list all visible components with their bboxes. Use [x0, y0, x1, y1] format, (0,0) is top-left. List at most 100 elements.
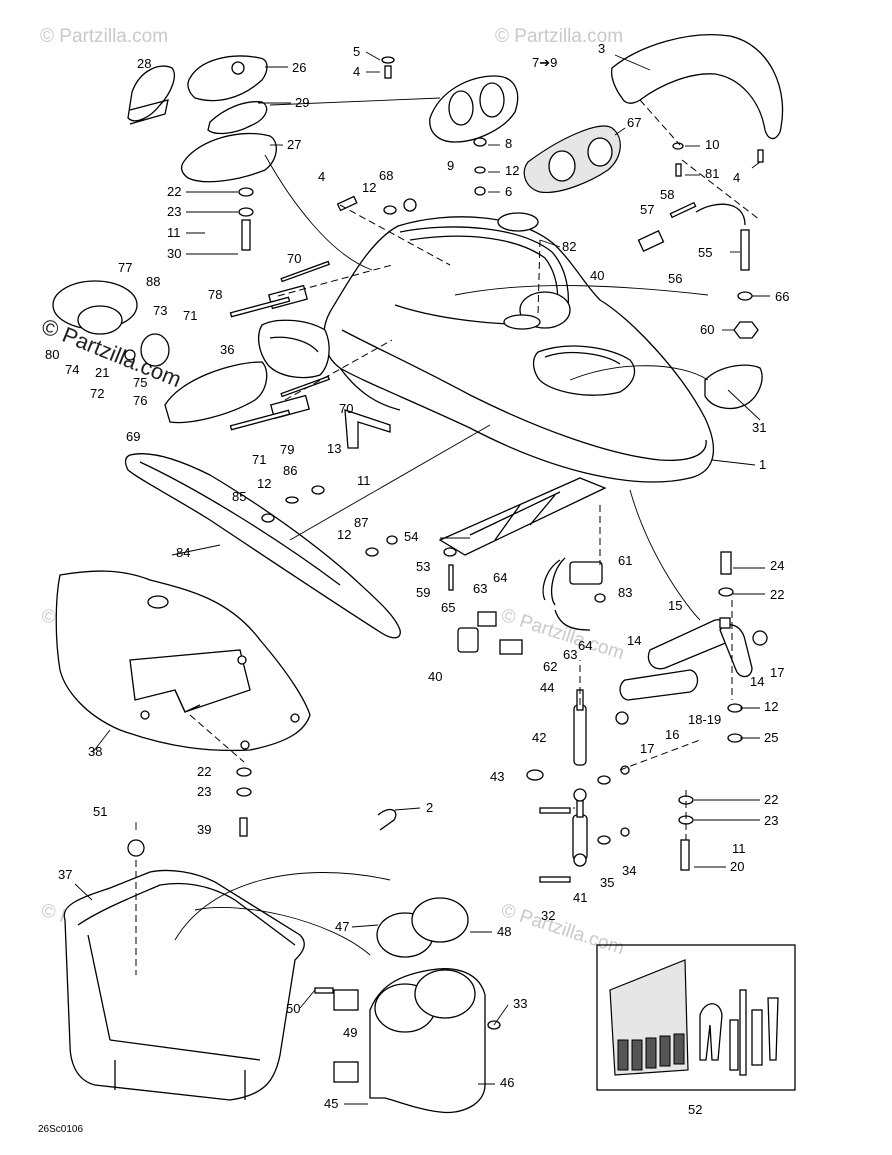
callout: 77: [118, 260, 132, 275]
callout: 60: [700, 322, 714, 337]
handle-parts: [127, 55, 277, 183]
callout: 23: [197, 784, 211, 799]
connector-lines: [174, 97, 709, 956]
callout: 40: [428, 669, 442, 684]
callout: 85: [232, 489, 246, 504]
callout: 2: [426, 800, 433, 815]
steering-linkage: [615, 619, 768, 725]
callout: 30: [167, 246, 181, 261]
callout: 49: [343, 1025, 357, 1040]
callout: 51: [93, 804, 107, 819]
callout: 43: [490, 769, 504, 784]
callout: 59: [416, 585, 430, 600]
diagram-code: 26Sc0106: [38, 1124, 83, 1135]
callout: 67: [627, 115, 641, 130]
electrical-parts: [52, 201, 746, 655]
callout: 24: [770, 558, 784, 573]
callout: 29: [295, 95, 309, 110]
callout: 57: [640, 202, 654, 217]
side-panel: [124, 453, 401, 639]
callout: 82: [562, 239, 576, 254]
callout: 78: [208, 287, 222, 302]
callout: 66: [775, 289, 789, 304]
callout: 48: [497, 924, 511, 939]
callout: 22: [770, 587, 784, 602]
callout: 34: [622, 863, 636, 878]
windshield: [610, 34, 784, 140]
gas-spring: [572, 689, 588, 867]
callout: 31: [752, 420, 766, 435]
callout: 64: [493, 570, 507, 585]
callout: 23: [764, 813, 778, 828]
callout: 75: [133, 375, 147, 390]
callout: 38: [88, 744, 102, 759]
callout: 23: [167, 204, 181, 219]
callout: 18-19: [688, 712, 721, 727]
callout: 14: [750, 674, 764, 689]
callout: 5: [353, 44, 360, 59]
side-mirrors: [164, 319, 763, 424]
callout: 72: [90, 386, 104, 401]
callout: 35: [600, 875, 614, 890]
callout: 88: [146, 274, 160, 289]
callout: 37: [58, 867, 72, 882]
callout: 6: [505, 184, 512, 199]
callout: 76: [133, 393, 147, 408]
callout: 22: [167, 184, 181, 199]
storage-bin: [63, 869, 305, 1101]
callout: 27: [287, 137, 301, 152]
watermark: © Partzilla.com: [498, 900, 626, 960]
callout: 12: [257, 476, 271, 491]
callout: 12: [362, 180, 376, 195]
callout: 14: [627, 633, 641, 648]
callout: 12: [505, 163, 519, 178]
callout: 16: [665, 727, 679, 742]
callout: 39: [197, 822, 211, 837]
callout: 1: [759, 457, 766, 472]
gauge-bezel: [429, 75, 519, 143]
callout: 41: [573, 890, 587, 905]
callout: 81: [705, 166, 719, 181]
callout: 63: [473, 581, 487, 596]
callout: 4: [318, 169, 325, 184]
callout: 83: [618, 585, 632, 600]
callout: 56: [668, 271, 682, 286]
callout: 15: [668, 598, 682, 613]
callout: 58: [660, 187, 674, 202]
callout: 22: [197, 764, 211, 779]
callout: 32: [541, 908, 555, 923]
toolkit-box: [596, 944, 796, 1091]
callout: 64: [578, 638, 592, 653]
watermark: © Partzilla.com: [495, 26, 623, 47]
callout: 73: [153, 303, 167, 318]
callout: 63: [563, 647, 577, 662]
callout: 8: [505, 136, 512, 151]
callout: 69: [126, 429, 140, 444]
callout: 52: [688, 1102, 702, 1117]
callout: 71: [183, 308, 197, 323]
callout: 61: [618, 553, 632, 568]
watermark: © Partzilla.com: [40, 26, 168, 47]
callout: 45: [324, 1096, 338, 1111]
callout: 74: [65, 362, 79, 377]
fasteners: [127, 56, 764, 1083]
cup-holder: [369, 897, 486, 1114]
callout: 9: [447, 158, 454, 173]
callout: 21: [95, 365, 109, 380]
callout: 68: [379, 168, 393, 183]
callout: 47: [335, 919, 349, 934]
callout: 79: [280, 442, 294, 457]
callout: 4: [353, 64, 360, 79]
callout-labels: 28 26 29 27 22 23 11 30 5 4 7➔9 3 8 9 12…: [45, 41, 789, 1117]
callout: 55: [698, 245, 712, 260]
console-body: [323, 216, 715, 483]
callout: 65: [441, 600, 455, 615]
callout: 80: [45, 347, 59, 362]
callout: 70: [339, 401, 353, 416]
callout: 11: [167, 225, 181, 240]
callout: 44: [540, 680, 554, 695]
callout: 71: [252, 452, 266, 467]
callout: 7➔9: [532, 55, 557, 70]
callout: 4: [733, 170, 740, 185]
